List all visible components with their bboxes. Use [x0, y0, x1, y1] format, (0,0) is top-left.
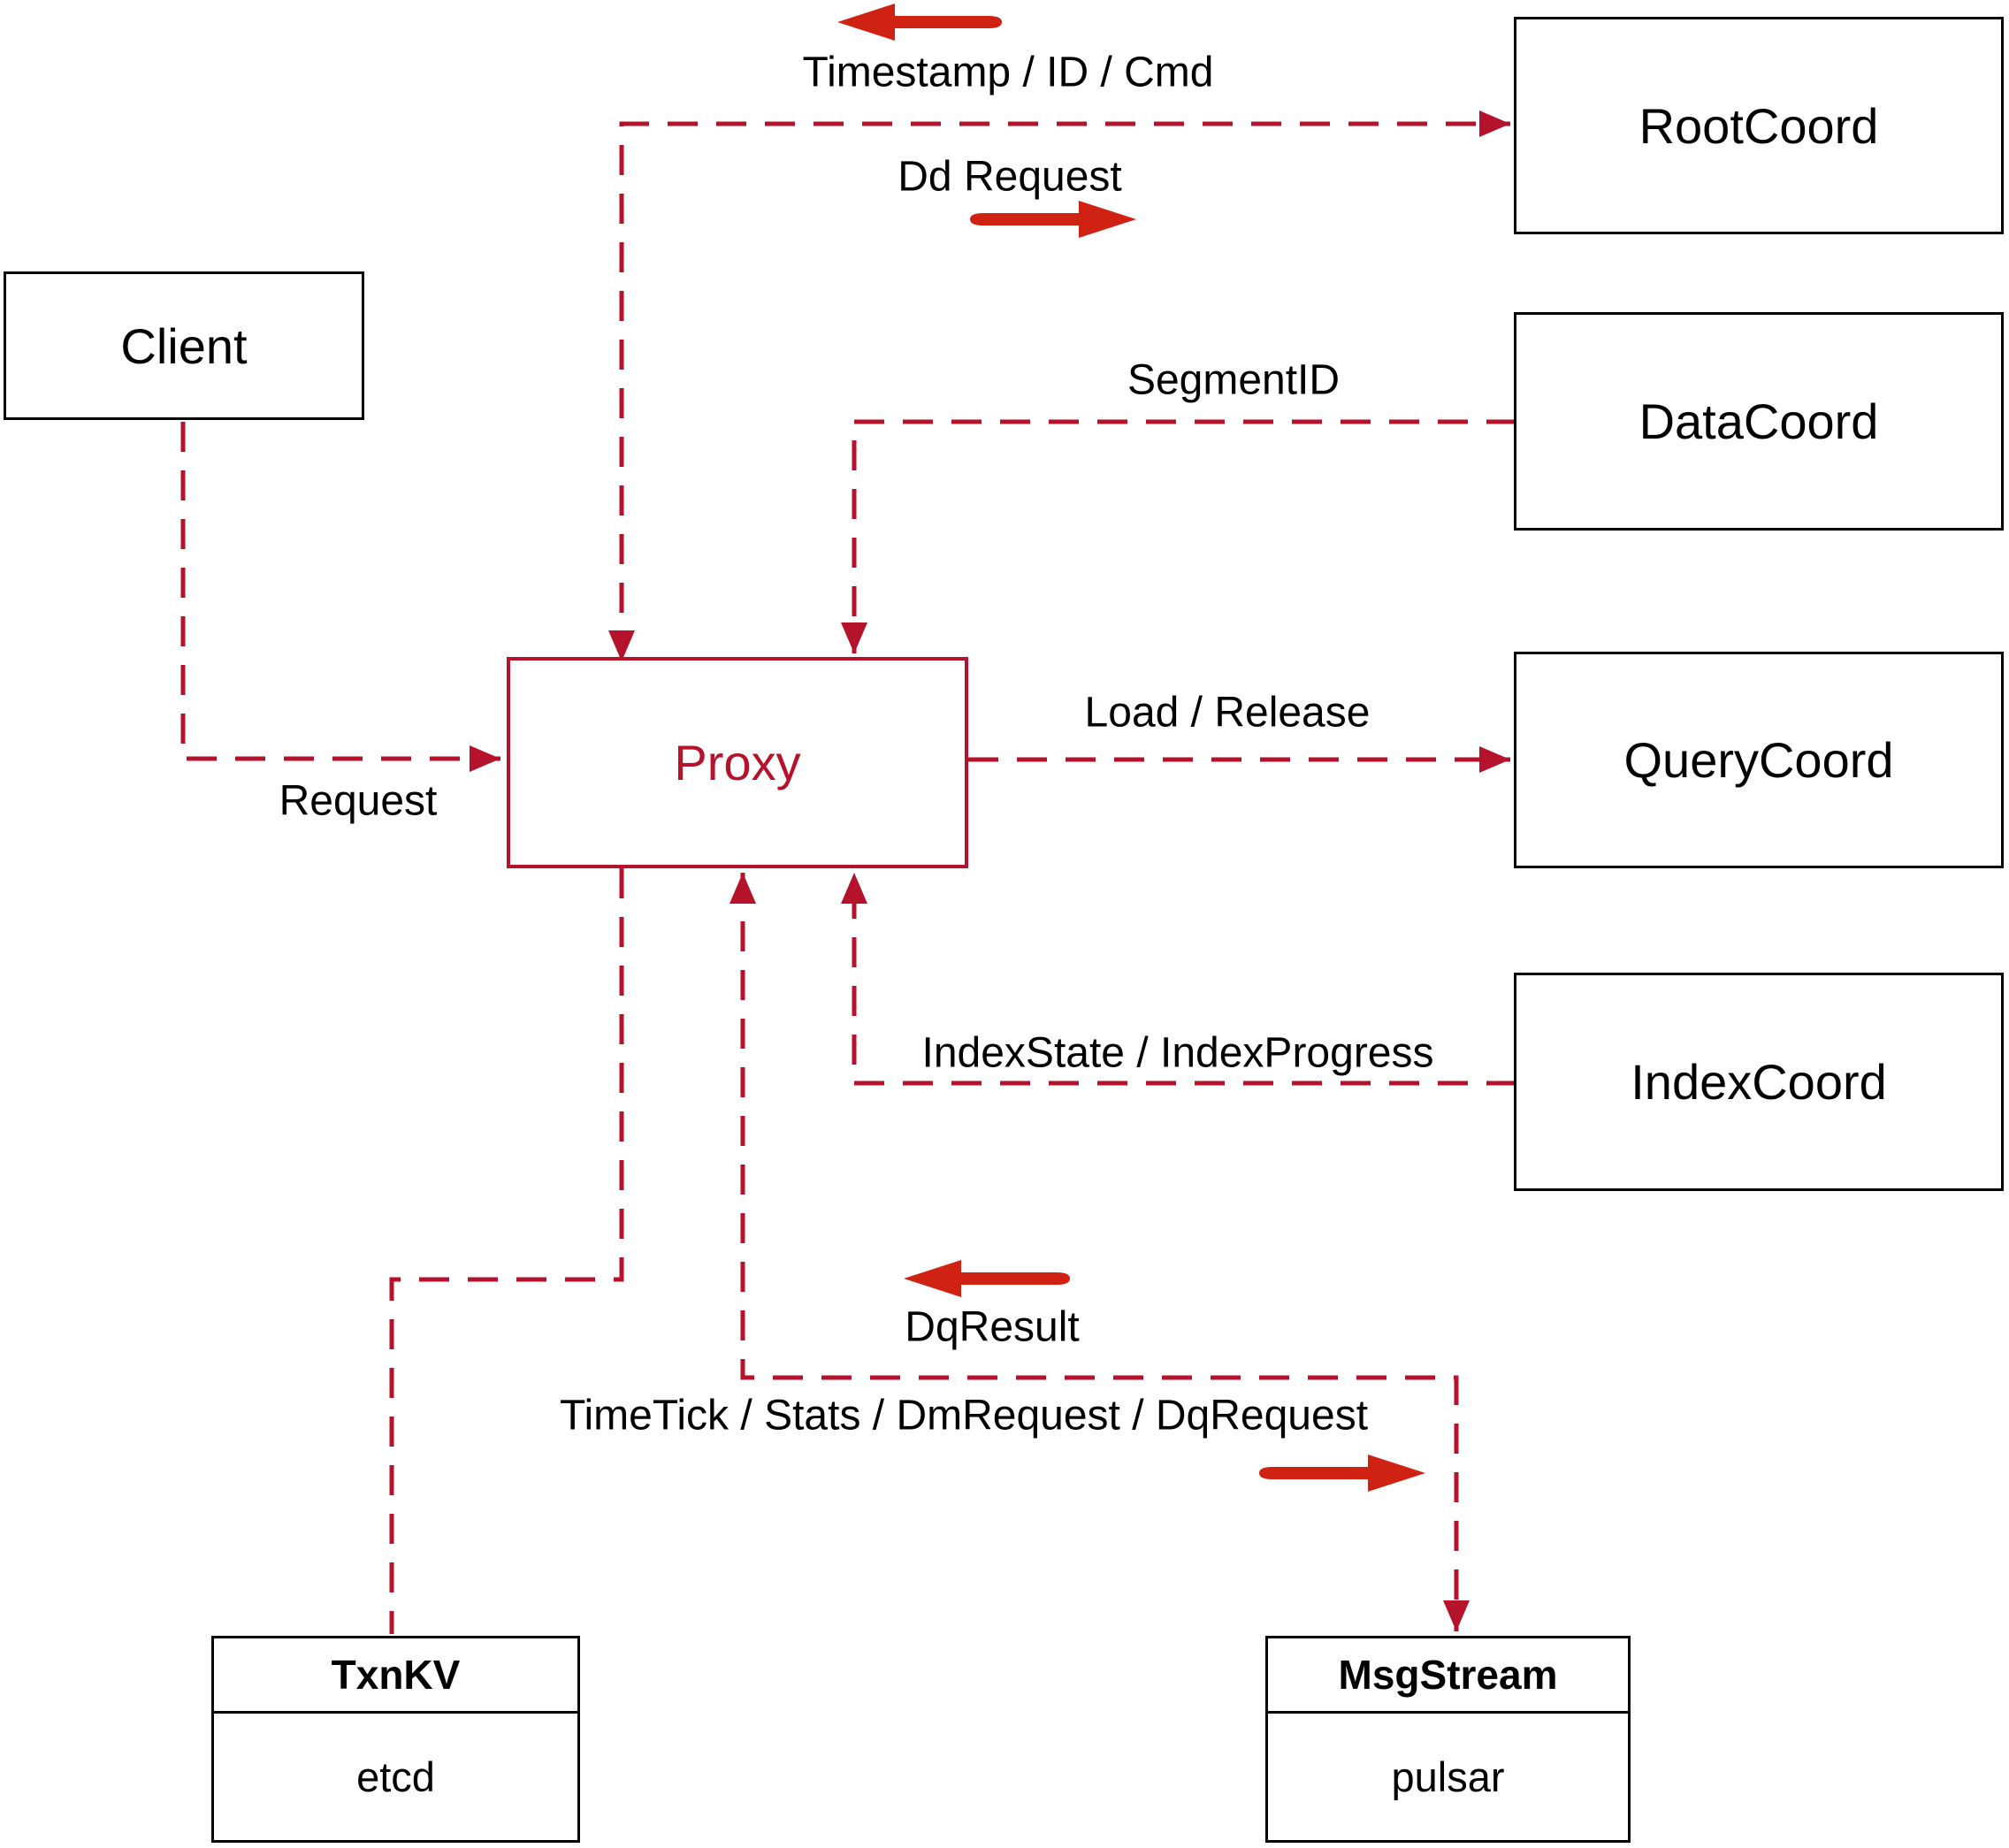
edge-label-timestamp-id-cmd: Timestamp / ID / Cmd — [802, 49, 1214, 96]
node-txnkv-title: TxnKV — [214, 1638, 577, 1714]
node-msgstream-title: MsgStream — [1268, 1638, 1628, 1714]
node-datacoord: DataCoord — [1514, 312, 2004, 531]
node-txnkv-impl: etcd — [356, 1753, 435, 1800]
node-client-label: Client — [120, 317, 248, 374]
node-msgstream-impl: pulsar — [1391, 1753, 1505, 1800]
edge-proxy-txnkv — [389, 868, 624, 1634]
node-proxy: Proxy — [507, 657, 968, 868]
edge-client-proxy — [180, 422, 500, 772]
edge-label-request: Request — [279, 777, 438, 825]
node-client: Client — [4, 271, 364, 420]
edge-label-timetick-stats: TimeTick / Stats / DmRequest / DqRequest — [559, 1392, 1369, 1439]
node-txnkv: TxnKV etcd — [211, 1636, 580, 1843]
node-proxy-label: Proxy — [674, 735, 801, 790]
edge-label-segment-id: SegmentID — [1127, 356, 1341, 404]
direction-arrow-left-icon — [837, 4, 1002, 41]
node-rootcoord-label: RootCoord — [1639, 97, 1879, 154]
edge-datacoord-proxy — [841, 419, 1516, 653]
edge-proxy-msgstream — [730, 873, 1470, 1631]
direction-arrow-right-icon — [970, 201, 1136, 238]
edge-proxy-rootcoord — [608, 111, 1510, 661]
edge-label-load-release: Load / Release — [1084, 689, 1371, 737]
node-querycoord-label: QueryCoord — [1623, 732, 1894, 788]
edge-label-dd-request: Dd Request — [898, 153, 1122, 201]
node-datacoord-label: DataCoord — [1639, 393, 1879, 449]
node-msgstream: MsgStream pulsar — [1265, 1636, 1631, 1843]
edge-label-dq-result: DqResult — [905, 1303, 1080, 1351]
direction-arrow-left-icon — [904, 1260, 1070, 1297]
node-indexcoord: IndexCoord — [1514, 973, 2004, 1191]
edge-label-index-state-progress: IndexState / IndexProgress — [921, 1029, 1434, 1077]
node-rootcoord: RootCoord — [1514, 17, 2004, 234]
node-querycoord: QueryCoord — [1514, 652, 2004, 868]
node-indexcoord-label: IndexCoord — [1631, 1054, 1887, 1110]
direction-arrow-right-icon — [1259, 1455, 1425, 1492]
